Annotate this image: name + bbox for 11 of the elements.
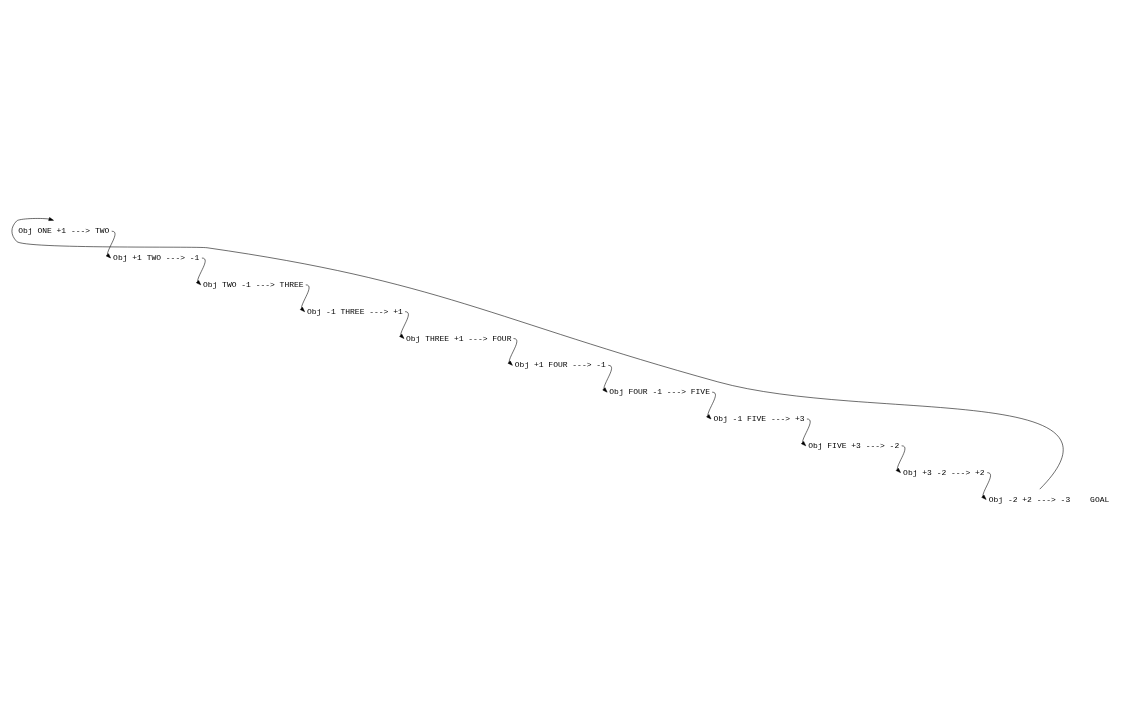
arrow: [706, 391, 716, 419]
arrow: [507, 337, 518, 366]
arrow: [105, 230, 116, 258]
arrow: [399, 310, 409, 339]
arrow: [11, 216, 1064, 489]
arrow: [801, 418, 811, 446]
arrow: [895, 445, 906, 473]
arrow: [602, 364, 612, 392]
arrow: [981, 471, 991, 500]
arrow: [300, 284, 310, 312]
arrow: [196, 257, 206, 285]
